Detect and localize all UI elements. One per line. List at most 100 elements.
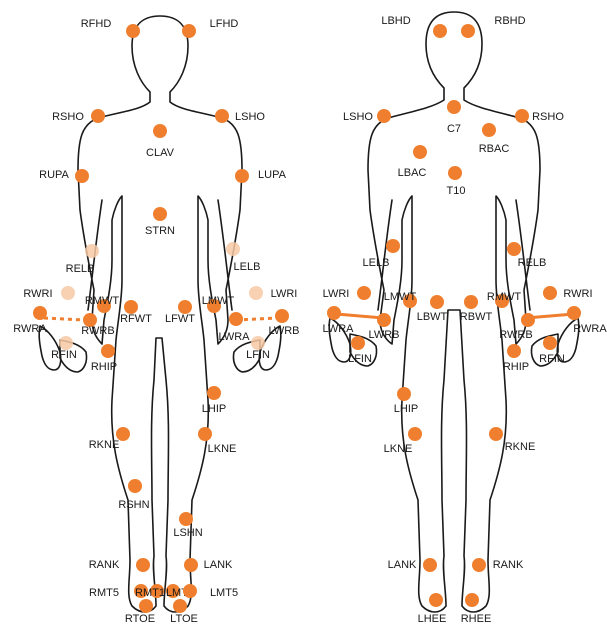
- front-label-rsho: RSHO: [52, 111, 84, 123]
- back-marker-lbhd: [433, 24, 447, 38]
- back-label-lwri: LWRI: [323, 288, 350, 300]
- front-marker-rupa: [75, 169, 89, 183]
- front-marker-lkne: [198, 427, 212, 441]
- front-marker-lfwt: [178, 300, 192, 314]
- front-label-rmwt: RMWT: [85, 295, 119, 307]
- front-marker-lfhd: [182, 24, 196, 38]
- back-label-lbhd: LBHD: [381, 15, 410, 27]
- front-marker-rwri: [61, 286, 75, 300]
- back-label-lwrb: LWRB: [369, 329, 400, 341]
- back-label-t10: T10: [447, 185, 466, 197]
- back-label-rfin: RFIN: [539, 353, 565, 365]
- back-marker-rfin: [543, 336, 557, 350]
- front-label-rhip: RHIP: [91, 361, 117, 373]
- back-label-rkne: RKNE: [505, 441, 536, 453]
- back-marker-lank: [423, 558, 437, 572]
- front-label-lsho: LSHO: [235, 111, 265, 123]
- front-marker-lmt5: [183, 584, 197, 598]
- front-label-clav: CLAV: [146, 147, 175, 159]
- front-marker-rhip: [101, 344, 115, 358]
- front-label-lmwt: LMWT: [202, 295, 235, 307]
- front-label-lelb: LELB: [234, 261, 261, 273]
- back-label-rwrb: RWRB: [499, 329, 532, 341]
- front-label-rmt5: RMT5: [89, 587, 119, 599]
- front-label-rfwt: RFWT: [120, 313, 152, 325]
- front-marker-clav: [153, 124, 167, 138]
- front-label-lfhd: LFHD: [210, 18, 239, 30]
- back-marker-lhee: [429, 593, 443, 607]
- front-marker-rwra: [33, 306, 47, 320]
- back-marker-rwrb: [521, 313, 535, 327]
- front-marker-rank: [136, 558, 150, 572]
- back-marker-lwrb: [377, 313, 391, 327]
- front-label-rfhd: RFHD: [81, 18, 112, 30]
- back-marker-rsho: [515, 109, 529, 123]
- front-label-lkne: LKNE: [208, 443, 237, 455]
- back-label-relb: RELB: [518, 257, 547, 269]
- front-label-rwri: RWRI: [23, 288, 52, 300]
- front-label-lwri: LWRI: [271, 288, 298, 300]
- front-marker-lelb: [226, 242, 240, 256]
- front-marker-rfin: [59, 336, 73, 350]
- back-marker-lhip: [397, 387, 411, 401]
- back-label-rwra: RWRA: [573, 323, 607, 335]
- back-marker-lbac: [413, 145, 427, 159]
- back-marker-rwri: [543, 286, 557, 300]
- back-marker-rwra: [567, 306, 581, 320]
- back-label-rwri: RWRI: [563, 288, 592, 300]
- front-marker-strn: [153, 207, 167, 221]
- front-marker-lank: [184, 558, 198, 572]
- back-label-rsho: RSHO: [532, 111, 564, 123]
- front-label-rshn: RSHN: [118, 499, 149, 511]
- front-marker-relb: [85, 244, 99, 258]
- back-marker-c7: [447, 100, 461, 114]
- front-marker-lshn: [179, 512, 193, 526]
- back-label-lkne: LKNE: [384, 443, 413, 455]
- back-label-lelb: LELB: [363, 257, 390, 269]
- front-marker-rshn: [128, 479, 142, 493]
- front-marker-rfhd: [126, 24, 140, 38]
- back-label-lwra: LWRA: [323, 323, 355, 335]
- front-marker-lupa: [235, 169, 249, 183]
- front-label-strn: STRN: [145, 225, 175, 237]
- back-label-lmwt: LMWT: [384, 291, 417, 303]
- front-marker-lsho: [215, 109, 229, 123]
- front-marker-lwrb: [275, 309, 289, 323]
- back-marker-rank: [472, 558, 486, 572]
- back-marker-lwra: [327, 306, 341, 320]
- front-label-lank: LANK: [204, 559, 233, 571]
- front-marker-lwri: [249, 286, 263, 300]
- front-marker-lhip: [207, 386, 221, 400]
- front-marker-lfin: [251, 336, 265, 350]
- front-label-rtoe: RTOE: [125, 613, 155, 625]
- back-marker-relb: [507, 242, 521, 256]
- back-label-lhee: LHEE: [418, 613, 447, 625]
- back-marker-rkne: [489, 427, 503, 441]
- back-marker-lkne: [408, 427, 422, 441]
- back-label-lhip: LHIP: [394, 403, 418, 415]
- front-label-lwrb: LWRB: [269, 325, 300, 337]
- front-label-rwrb: RWRB: [81, 325, 114, 337]
- front-label-lshn: LSHN: [173, 527, 202, 539]
- back-marker-rbhd: [461, 24, 475, 38]
- back-marker-t10: [448, 166, 462, 180]
- front-label-lupa: LUPA: [258, 169, 287, 181]
- back-label-c7: C7: [447, 123, 461, 135]
- front-label-ltoe: LTOE: [170, 613, 198, 625]
- front-marker-rtoe: [139, 599, 153, 613]
- front-label-rank: RANK: [89, 559, 120, 571]
- back-marker-rbwt: [464, 295, 478, 309]
- front-label-lhip: LHIP: [202, 403, 226, 415]
- back-label-lank: LANK: [388, 559, 417, 571]
- front-body-outline: [39, 16, 281, 612]
- back-label-lfin: LFIN: [348, 353, 372, 365]
- back-label-rbac: RBAC: [479, 143, 510, 155]
- front-marker-lwra: [229, 312, 243, 326]
- front-label-lmt5: LMT5: [210, 587, 238, 599]
- back-marker-lwri: [357, 286, 371, 300]
- back-label-rhee: RHEE: [461, 613, 492, 625]
- back-label-rbwt: RBWT: [460, 311, 493, 323]
- back-label-rbhd: RBHD: [494, 15, 525, 27]
- back-label-lsho: LSHO: [343, 111, 373, 123]
